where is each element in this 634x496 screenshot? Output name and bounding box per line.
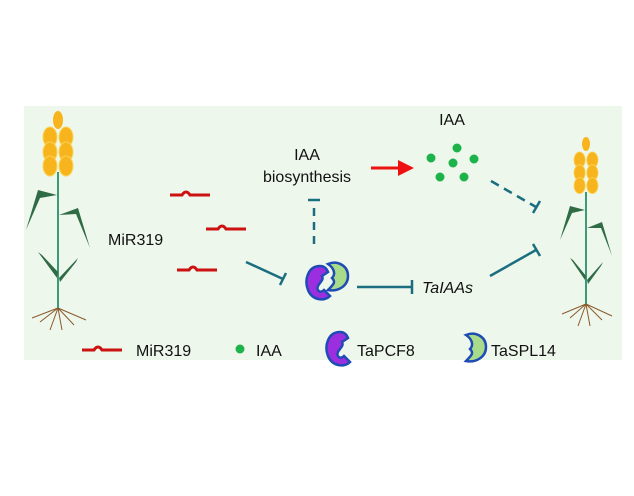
taiaas-label: TaIAAs	[422, 280, 473, 297]
diagram-panel	[24, 106, 622, 360]
legend: MiR319 IAA TaPCF8 TaSPL14	[80, 330, 556, 367]
inhibition-complex-to-taiaas	[357, 280, 414, 294]
legend-iaa-label: IAA	[256, 343, 282, 360]
iaa-biosynthesis-label-line2: biosynthesis	[263, 169, 351, 186]
iaa-biosynthesis-label-line1: IAA	[294, 147, 320, 164]
activation-arrow	[371, 160, 414, 176]
wheat-plant-right-icon	[560, 137, 613, 327]
wheat-plant-left-icon	[26, 111, 90, 331]
iaa-molecules-icon	[426, 143, 479, 182]
dashed-inhibition-complex-to-biosynthesis	[308, 198, 320, 244]
iaa-label: IAA	[439, 112, 465, 129]
legend-mir319-label: MiR319	[136, 343, 191, 360]
inhibition-taiaas-to-plant	[489, 243, 542, 278]
mir319-label: MiR319	[108, 232, 163, 249]
legend-tapcf8-label: TaPCF8	[357, 343, 415, 360]
inhibition-mir319-to-complex	[245, 260, 288, 286]
legend-iaa-icon	[235, 344, 245, 354]
dashed-inhibition-iaa-to-plant	[490, 179, 542, 214]
legend-taspl14-label: TaSPL14	[491, 343, 556, 360]
